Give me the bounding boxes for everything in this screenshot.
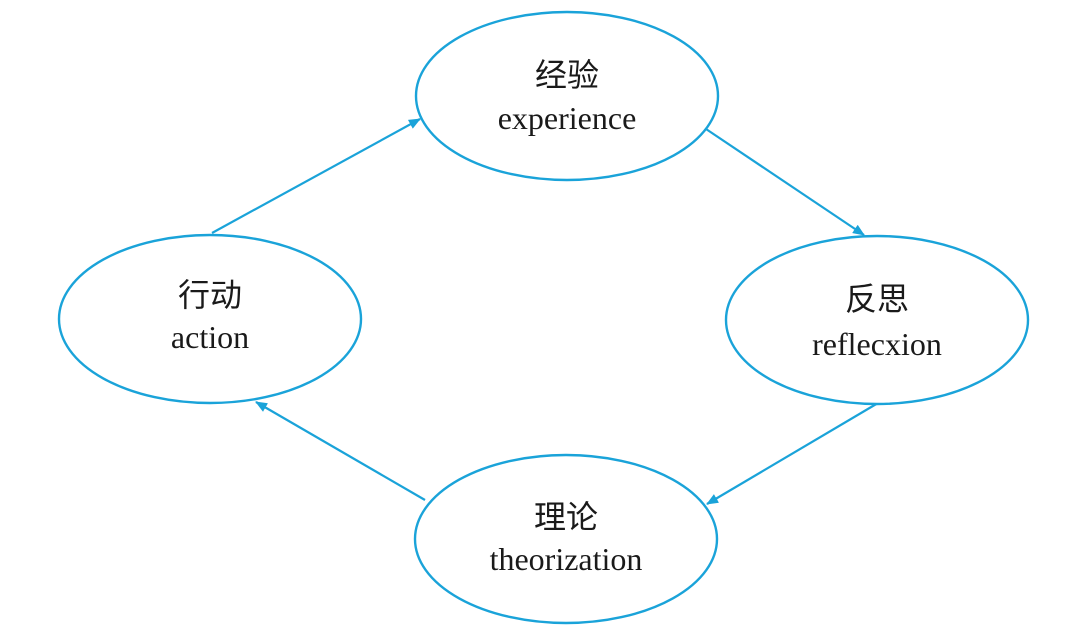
- edges: [211, 118, 879, 505]
- node-experience-zh-label: 经验: [535, 56, 599, 94]
- edge-experience-to-reflexion: [705, 128, 865, 236]
- node-theorization: 理论 theorization: [413, 453, 719, 625]
- node-reflexion-zh-label: 反思: [845, 280, 909, 318]
- node-theorization-zh-label: 理论: [534, 498, 598, 536]
- node-theorization-en-label: theorization: [490, 541, 643, 577]
- node-action-ellipse: [57, 233, 363, 405]
- node-reflexion: 反思 reflecxion: [724, 234, 1030, 406]
- node-experience: 经验 experience: [414, 10, 720, 182]
- node-reflexion-ellipse: [724, 234, 1030, 406]
- node-experience-en-label: experience: [498, 100, 637, 136]
- node-theorization-ellipse: [413, 453, 719, 625]
- edge-reflexion-to-theorization: [706, 402, 879, 505]
- edge-theorization-to-action: [255, 401, 426, 501]
- node-action-zh-label: 行动: [178, 276, 242, 314]
- node-action: 行动 action: [57, 233, 363, 405]
- edge-action-to-experience: [211, 118, 421, 234]
- node-action-en-label: action: [171, 319, 249, 355]
- node-reflexion-en-label: reflecxion: [812, 326, 942, 362]
- node-experience-ellipse: [414, 10, 720, 182]
